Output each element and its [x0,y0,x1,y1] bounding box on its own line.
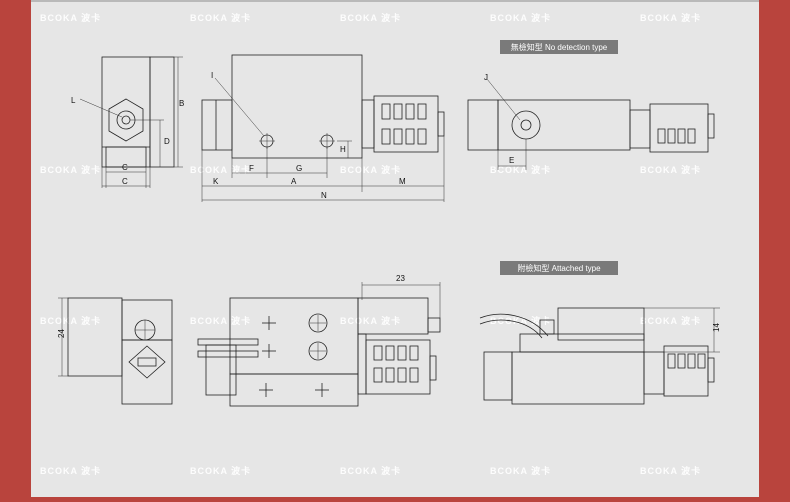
watermark: BCOKA 波卡 [340,315,401,326]
label-D: D [164,137,170,146]
watermark: BCOKA 波卡 [40,315,101,326]
banner-no-detection: 無檢知型 No detection type [511,42,608,52]
label-E: E [509,156,514,165]
watermark: BCOKA 波卡 [490,164,551,175]
watermark: BCOKA 波卡 [640,164,701,175]
watermark: BCOKA 波卡 [190,12,251,23]
front-view-top: I H F G K A M N [201,54,445,202]
attached-view: 附檢知型 Attached type 14 [479,261,721,405]
watermark: BCOKA 波卡 [640,315,701,326]
label-L: L [71,96,76,105]
watermark: BCOKA 波卡 [490,12,551,23]
watermark: BCOKA 波卡 [490,315,551,326]
label-A: A [291,177,297,186]
label-I: I [211,71,213,80]
label-14: 14 [712,323,721,332]
watermark: BCOKA 波卡 [340,465,401,476]
front-view-bottom: 23 [197,274,441,407]
watermark: BCOKA 波卡 [190,164,251,175]
watermark: BCOKA 波卡 [640,12,701,23]
label-N: N [321,191,327,200]
watermark: BCOKA 波卡 [40,164,101,175]
label-B: B [179,99,184,108]
watermark: BCOKA 波卡 [190,465,251,476]
watermark: BCOKA 波卡 [40,12,101,23]
drawing-sheet: BCOKA 波卡 BCOKA 波卡 BCOKA 波卡 BCOKA 波卡 BCOK… [31,0,759,497]
label-C-inner: C [122,163,128,172]
label-24: 24 [57,329,66,338]
side-view-top: L B D C C [71,56,184,188]
label-G: G [296,164,302,173]
watermark: BCOKA 波卡 [340,12,401,23]
no-detection-view: 無檢知型 No detection type J E [467,40,715,170]
watermark: BCOKA 波卡 [190,315,251,326]
watermark: BCOKA 波卡 [490,465,551,476]
label-M: M [399,177,406,186]
label-C: C [122,177,128,186]
side-view-bottom: 24 [57,297,173,405]
banner-attached: 附檢知型 Attached type [517,263,601,273]
label-H: H [340,145,346,154]
label-F: F [249,164,254,173]
watermark-grid: BCOKA 波卡 BCOKA 波卡 BCOKA 波卡 BCOKA 波卡 BCOK… [40,12,701,476]
watermark: BCOKA 波卡 [340,164,401,175]
watermark: BCOKA 波卡 [40,465,101,476]
label-K: K [213,177,219,186]
label-J: J [484,73,488,82]
watermark: BCOKA 波卡 [640,465,701,476]
technical-drawing: BCOKA 波卡 BCOKA 波卡 BCOKA 波卡 BCOKA 波卡 BCOK… [31,0,759,476]
label-23: 23 [396,274,405,283]
